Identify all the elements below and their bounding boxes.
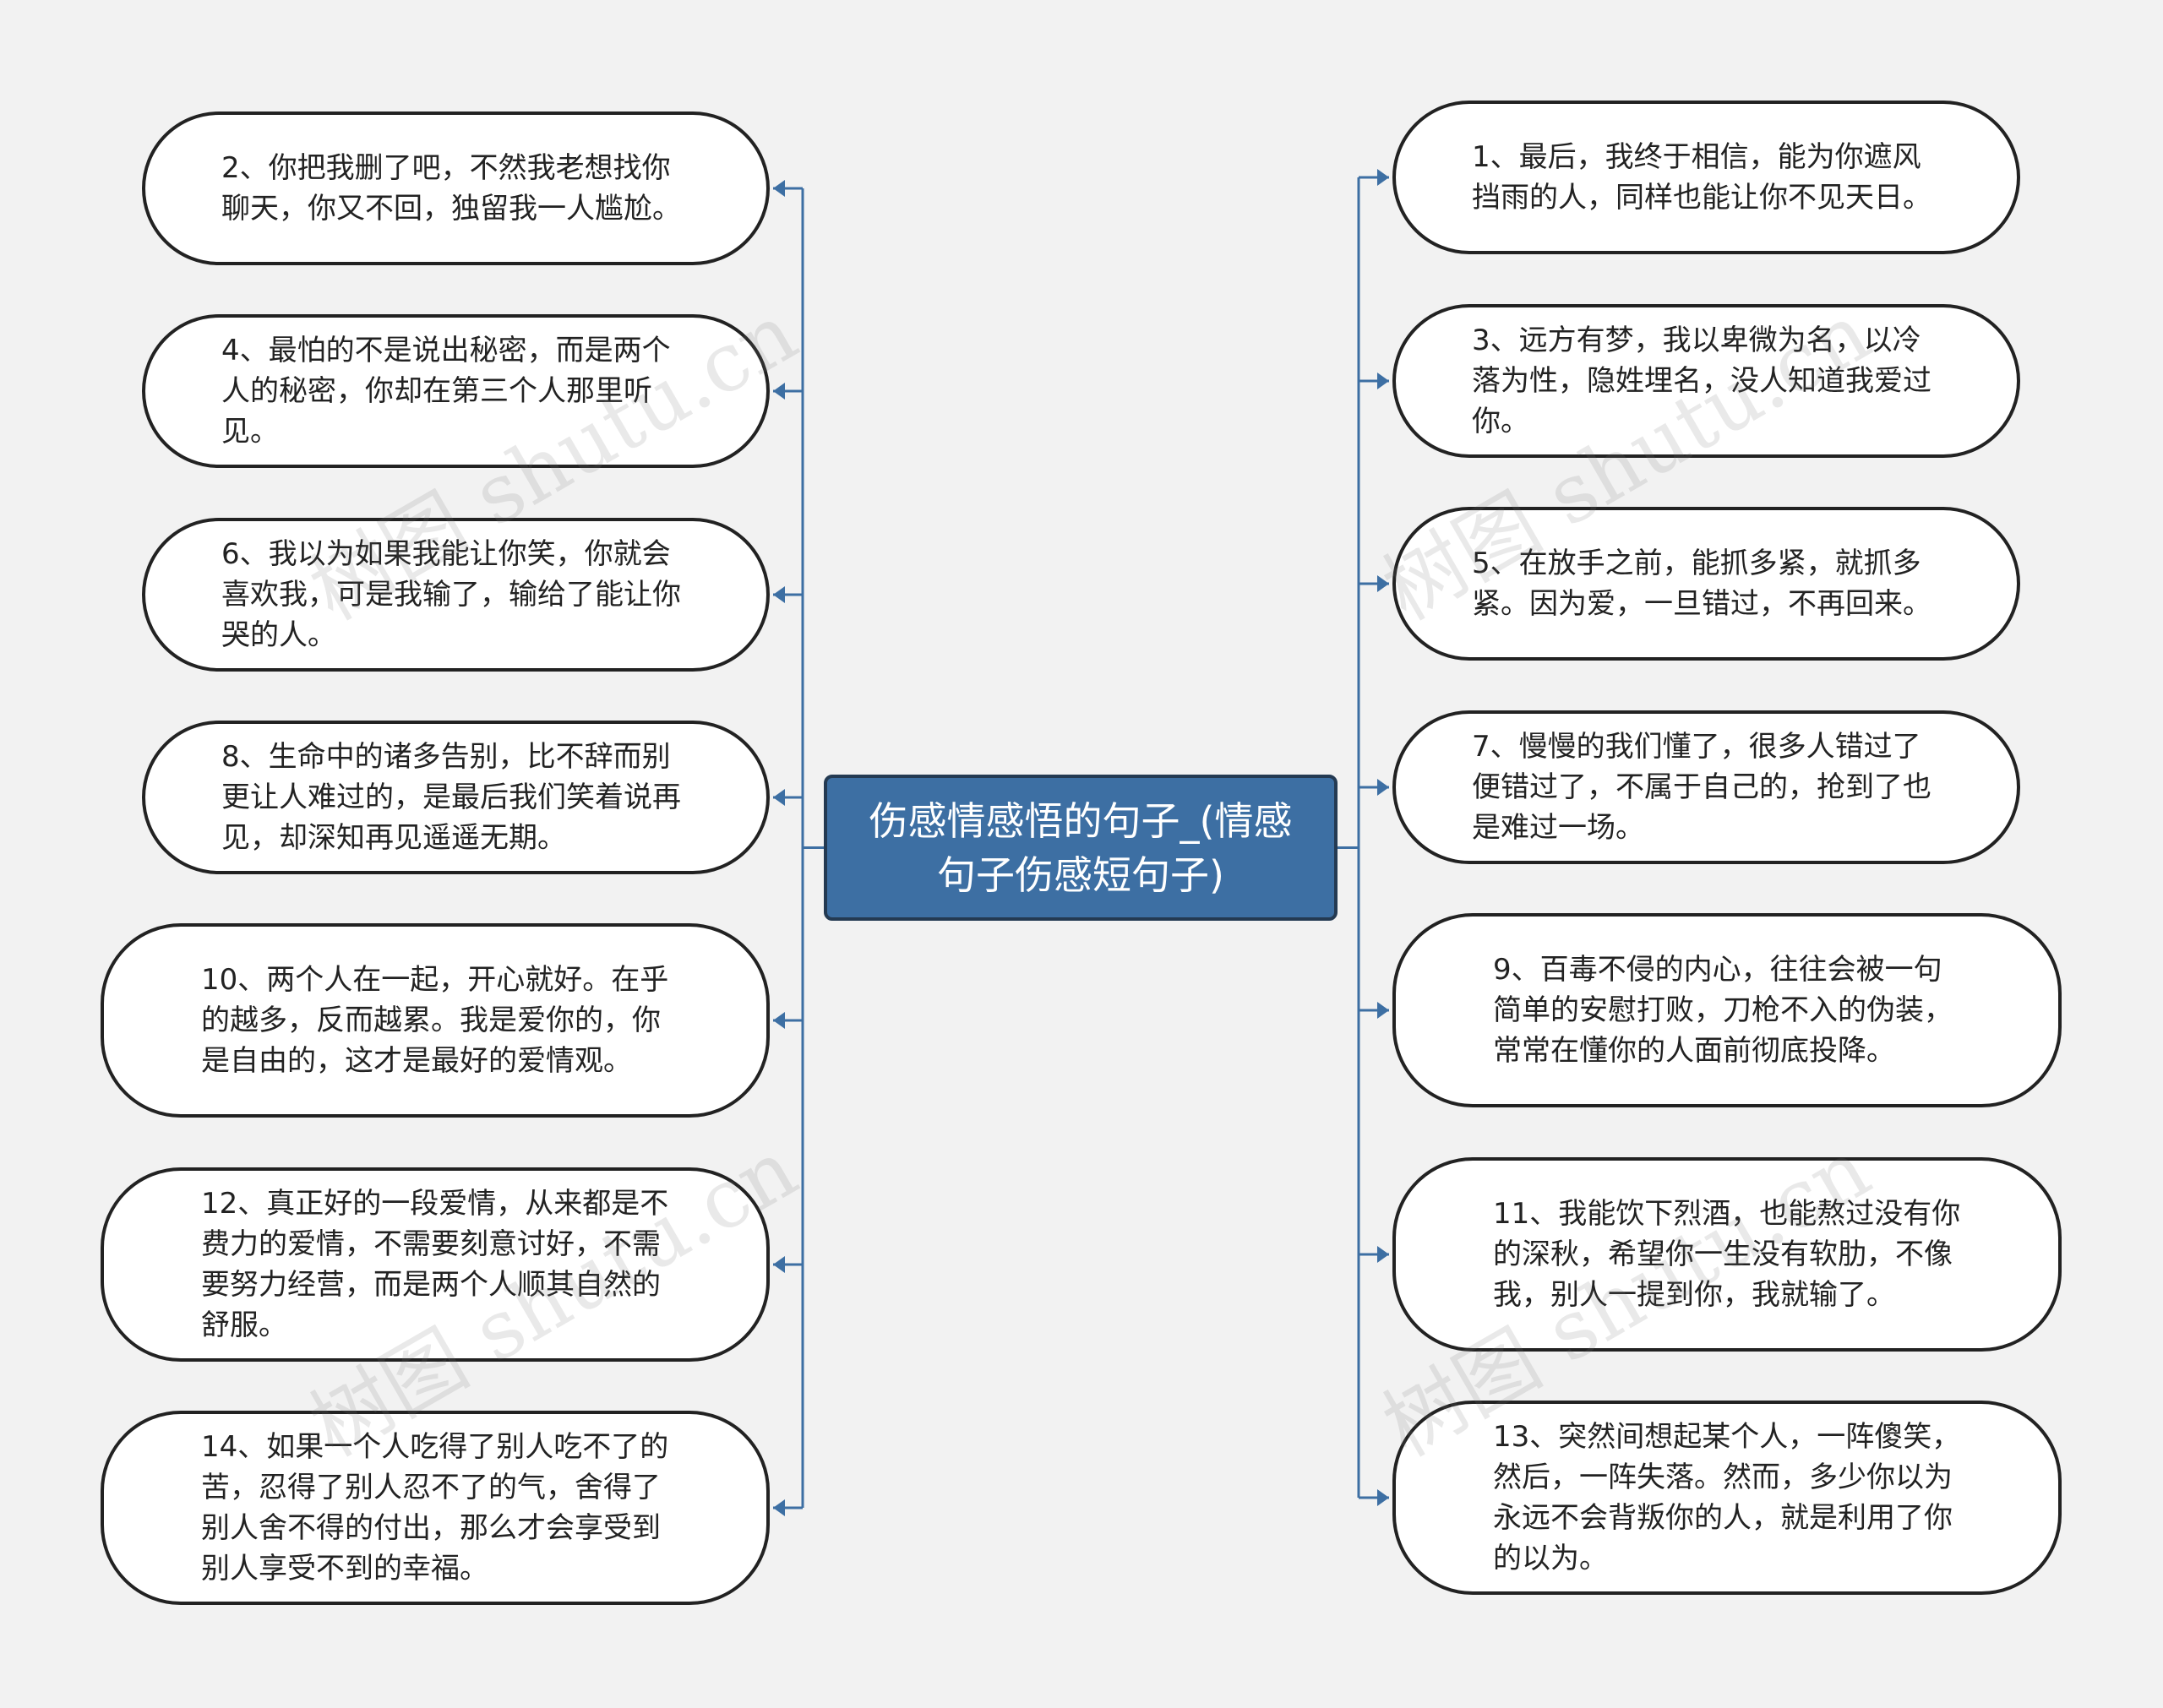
arrow-head-icon xyxy=(1377,373,1389,389)
right-node-5[interactable]: 5、在放手之前，能抓多紧，就抓多紧。因为爱，一旦错过，不再回来。 xyxy=(1392,507,2020,661)
node-text: 7、慢慢的我们懂了，很多人错过了便错过了，不属于自己的，抢到了也是难过一场。 xyxy=(1472,730,1931,845)
right-node-13[interactable]: 13、突然间想起某个人，一阵傻笑，然后，一阵失落。然而，多少你以为永远不会背叛你… xyxy=(1392,1401,2062,1595)
node-text: 1、最后，我终于相信，能为你遮风挡雨的人，同样也能让你不见天日。 xyxy=(1472,140,1931,215)
node-text: 11、我能饮下烈酒，也能熬过没有你的深秋，希望你一生没有软肋，不像我，别人一提到… xyxy=(1493,1197,1961,1312)
arrow-head-icon xyxy=(773,586,785,603)
node-text: 12、真正好的一段爱情，从来都是不费力的爱情，不需要刻意讨好，不需要努力经营，而… xyxy=(201,1187,669,1342)
right-node-3[interactable]: 3、远方有梦，我以卑微为名，以冷落为性，隐姓埋名，没人知道我爱过你。 xyxy=(1392,304,2020,458)
central-topic[interactable]: 伤感情感悟的句子_(情感句子伤感短句子) xyxy=(824,775,1338,921)
right-node-9[interactable]: 9、百毒不侵的内心，往往会被一句简单的安慰打败，刀枪不入的伪装，常常在懂你的人面… xyxy=(1392,913,2062,1107)
node-text: 13、突然间想起某个人，一阵傻笑，然后，一阵失落。然而，多少你以为永远不会背叛你… xyxy=(1493,1420,1961,1575)
arrow-head-icon xyxy=(1377,1002,1389,1019)
left-node-12[interactable]: 12、真正好的一段爱情，从来都是不费力的爱情，不需要刻意讨好，不需要努力经营，而… xyxy=(101,1167,770,1362)
node-text: 6、我以为如果我能让你笑，你就会喜欢我，可是我输了，输给了能让你哭的人。 xyxy=(221,537,681,652)
node-text: 8、生命中的诸多告别，比不辞而别更让人难过的，是最后我们笑着说再见，却深知再见遥… xyxy=(221,740,681,855)
node-text: 3、远方有梦，我以卑微为名，以冷落为性，隐姓埋名，没人知道我爱过你。 xyxy=(1472,324,1931,438)
node-text: 9、百毒不侵的内心，往往会被一句简单的安慰打败，刀枪不入的伪装，常常在懂你的人面… xyxy=(1493,953,1953,1068)
arrow-head-icon xyxy=(773,1499,785,1516)
left-node-4[interactable]: 4、最怕的不是说出秘密，而是两个人的秘密，你却在第三个人那里听见。 xyxy=(142,314,770,468)
node-text: 14、如果一个人吃得了别人吃不了的苦，忍得了别人忍不了的气，舍得了别人舍不得的付… xyxy=(201,1430,669,1586)
arrow-head-icon xyxy=(1377,169,1389,186)
right-node-1[interactable]: 1、最后，我终于相信，能为你遮风挡雨的人，同样也能让你不见天日。 xyxy=(1392,101,2020,254)
node-text: 10、两个人在一起，开心就好。在乎的越多，反而越累。我是爱你的，你是自由的，这才… xyxy=(201,963,669,1078)
left-node-6[interactable]: 6、我以为如果我能让你笑，你就会喜欢我，可是我输了，输给了能让你哭的人。 xyxy=(142,518,770,672)
left-node-10[interactable]: 10、两个人在一起，开心就好。在乎的越多，反而越累。我是爱你的，你是自由的，这才… xyxy=(101,923,770,1118)
arrow-head-icon xyxy=(773,1012,785,1029)
right-node-7[interactable]: 7、慢慢的我们懂了，很多人错过了便错过了，不属于自己的，抢到了也是难过一场。 xyxy=(1392,710,2020,864)
arrow-head-icon xyxy=(773,180,785,197)
left-node-8[interactable]: 8、生命中的诸多告别，比不辞而别更让人难过的，是最后我们笑着说再见，却深知再见遥… xyxy=(142,721,770,874)
left-node-14[interactable]: 14、如果一个人吃得了别人吃不了的苦，忍得了别人忍不了的气，舍得了别人舍不得的付… xyxy=(101,1411,770,1605)
arrow-head-icon xyxy=(1377,1246,1389,1263)
arrow-head-icon xyxy=(1377,1489,1389,1506)
node-text: 5、在放手之前，能抓多紧，就抓多紧。因为爱，一旦错过，不再回来。 xyxy=(1472,547,1931,621)
arrow-head-icon xyxy=(1377,779,1389,796)
node-text: 2、你把我删了吧，不然我老想找你聊天，你又不回，独留我一人尴尬。 xyxy=(221,151,681,226)
arrow-head-icon xyxy=(1377,575,1389,592)
arrow-head-icon xyxy=(773,1256,785,1273)
node-text: 4、最怕的不是说出秘密，而是两个人的秘密，你却在第三个人那里听见。 xyxy=(221,334,671,449)
left-node-2[interactable]: 2、你把我删了吧，不然我老想找你聊天，你又不回，独留我一人尴尬。 xyxy=(142,112,770,265)
right-node-11[interactable]: 11、我能饮下烈酒，也能熬过没有你的深秋，希望你一生没有软肋，不像我，别人一提到… xyxy=(1392,1157,2062,1352)
central-topic-label: 伤感情感悟的句子_(情感句子伤感短句子) xyxy=(869,797,1293,898)
arrow-head-icon xyxy=(773,383,785,400)
arrow-head-icon xyxy=(773,789,785,806)
